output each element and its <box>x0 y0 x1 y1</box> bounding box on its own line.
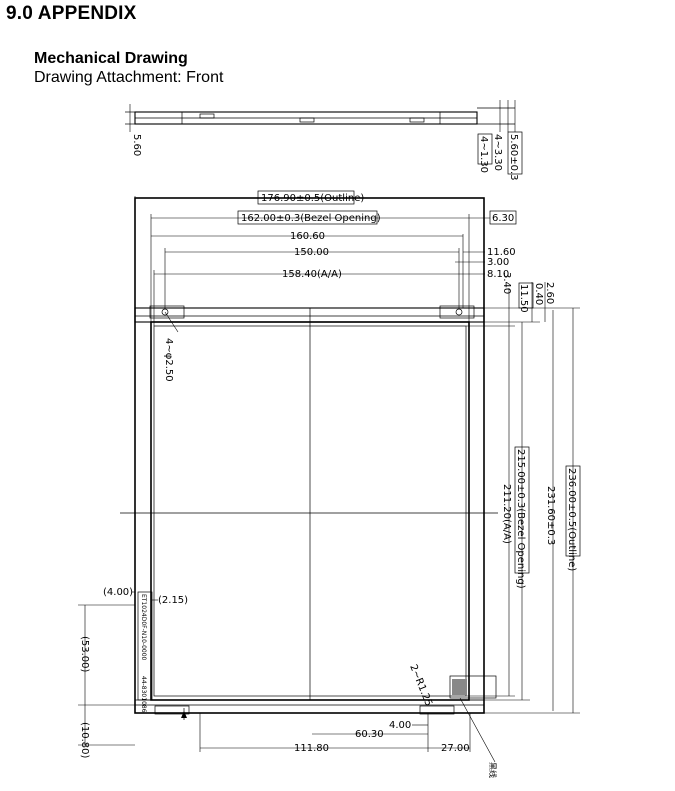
dim-right-offset: 6.30 <box>492 213 514 224</box>
dim-off-115: 11.50 <box>518 284 529 313</box>
dim-left-400: (4.00) <box>103 587 133 598</box>
note-label: 黑线 <box>488 762 498 778</box>
dim-height-2316: 231.60±0.3 <box>545 486 556 545</box>
left-dimensions: (4.00) (2.15) (53.00) (10.80) <box>78 587 188 759</box>
dim-side-low: 4~1.30 <box>478 136 489 173</box>
fpc-part: 44-8301086 <box>140 676 147 713</box>
dim-hole-dia: 4~φ2.50 <box>163 338 174 382</box>
section-title: 9.0 APPENDIX <box>6 3 137 24</box>
dim-side-total: 5.60±0.3 <box>508 134 519 181</box>
dim-off-340: 3.40 <box>501 272 512 294</box>
dim-bot-2700: 27.00 <box>441 743 470 754</box>
dim-bot-1118: 111.80 <box>294 743 329 754</box>
front-view: ET1024D0F-N10-0000 44-8301086 <box>120 197 498 720</box>
dim-bot-400: 4.00 <box>389 720 411 731</box>
dim-off-260: 2.60 <box>544 282 555 304</box>
dim-radius: 2~R1.25 <box>407 663 434 708</box>
horizontal-dimensions: 176.90±0.5(Outline) 162.00±0.3(Bezel Ope… <box>134 190 517 326</box>
dim-outline-height: 236.00±0.5(Outline) <box>566 468 577 571</box>
dim-outline-width: 176.90±0.5(Outline) <box>261 193 364 204</box>
dim-aa-width: 158.40(A/A) <box>282 269 342 280</box>
dim-left-5300: (53.00) <box>79 636 90 673</box>
dim-side-mid: 4~3.30 <box>492 134 503 171</box>
side-view: 5.60 5.60±0.3 4~3.30 4~1.30 <box>125 100 523 181</box>
dim-width-150: 150.00 <box>294 247 329 258</box>
dim-off-810: 8.10 <box>487 269 509 280</box>
hole-leader: 4~φ2.50 <box>163 311 179 382</box>
dim-side-thickness: 5.60 <box>131 134 142 156</box>
dim-bezel-width: 162.00±0.3(Bezel Opening) <box>241 213 381 224</box>
bottom-dimensions: 4.00 60.30 111.80 27.00 <box>199 713 471 754</box>
drawing-title: Mechanical Drawing <box>34 50 188 67</box>
dim-off-300: 3.00 <box>487 257 509 268</box>
dim-left-1080: (10.80) <box>79 722 90 759</box>
dim-width-160: 160.60 <box>290 231 325 242</box>
dim-bot-6030: 60.30 <box>355 729 384 740</box>
dim-left-215: (2.15) <box>158 595 188 606</box>
dim-aa-height: 211.20(A/A) <box>501 484 512 544</box>
dim-off-1160: 11.60 <box>487 247 516 258</box>
dim-bezel-height: 215.00±0.3(Bezel Opening) <box>515 449 526 589</box>
vertical-dimensions: 236.00±0.5(Outline) 231.60±0.3 215.00±0.… <box>466 272 581 714</box>
dim-off-040: 0.40 <box>533 283 544 305</box>
fpc-label: ET1024D0F-N10-0000 <box>140 594 147 661</box>
drawing-subtitle: Drawing Attachment: Front <box>34 69 224 86</box>
